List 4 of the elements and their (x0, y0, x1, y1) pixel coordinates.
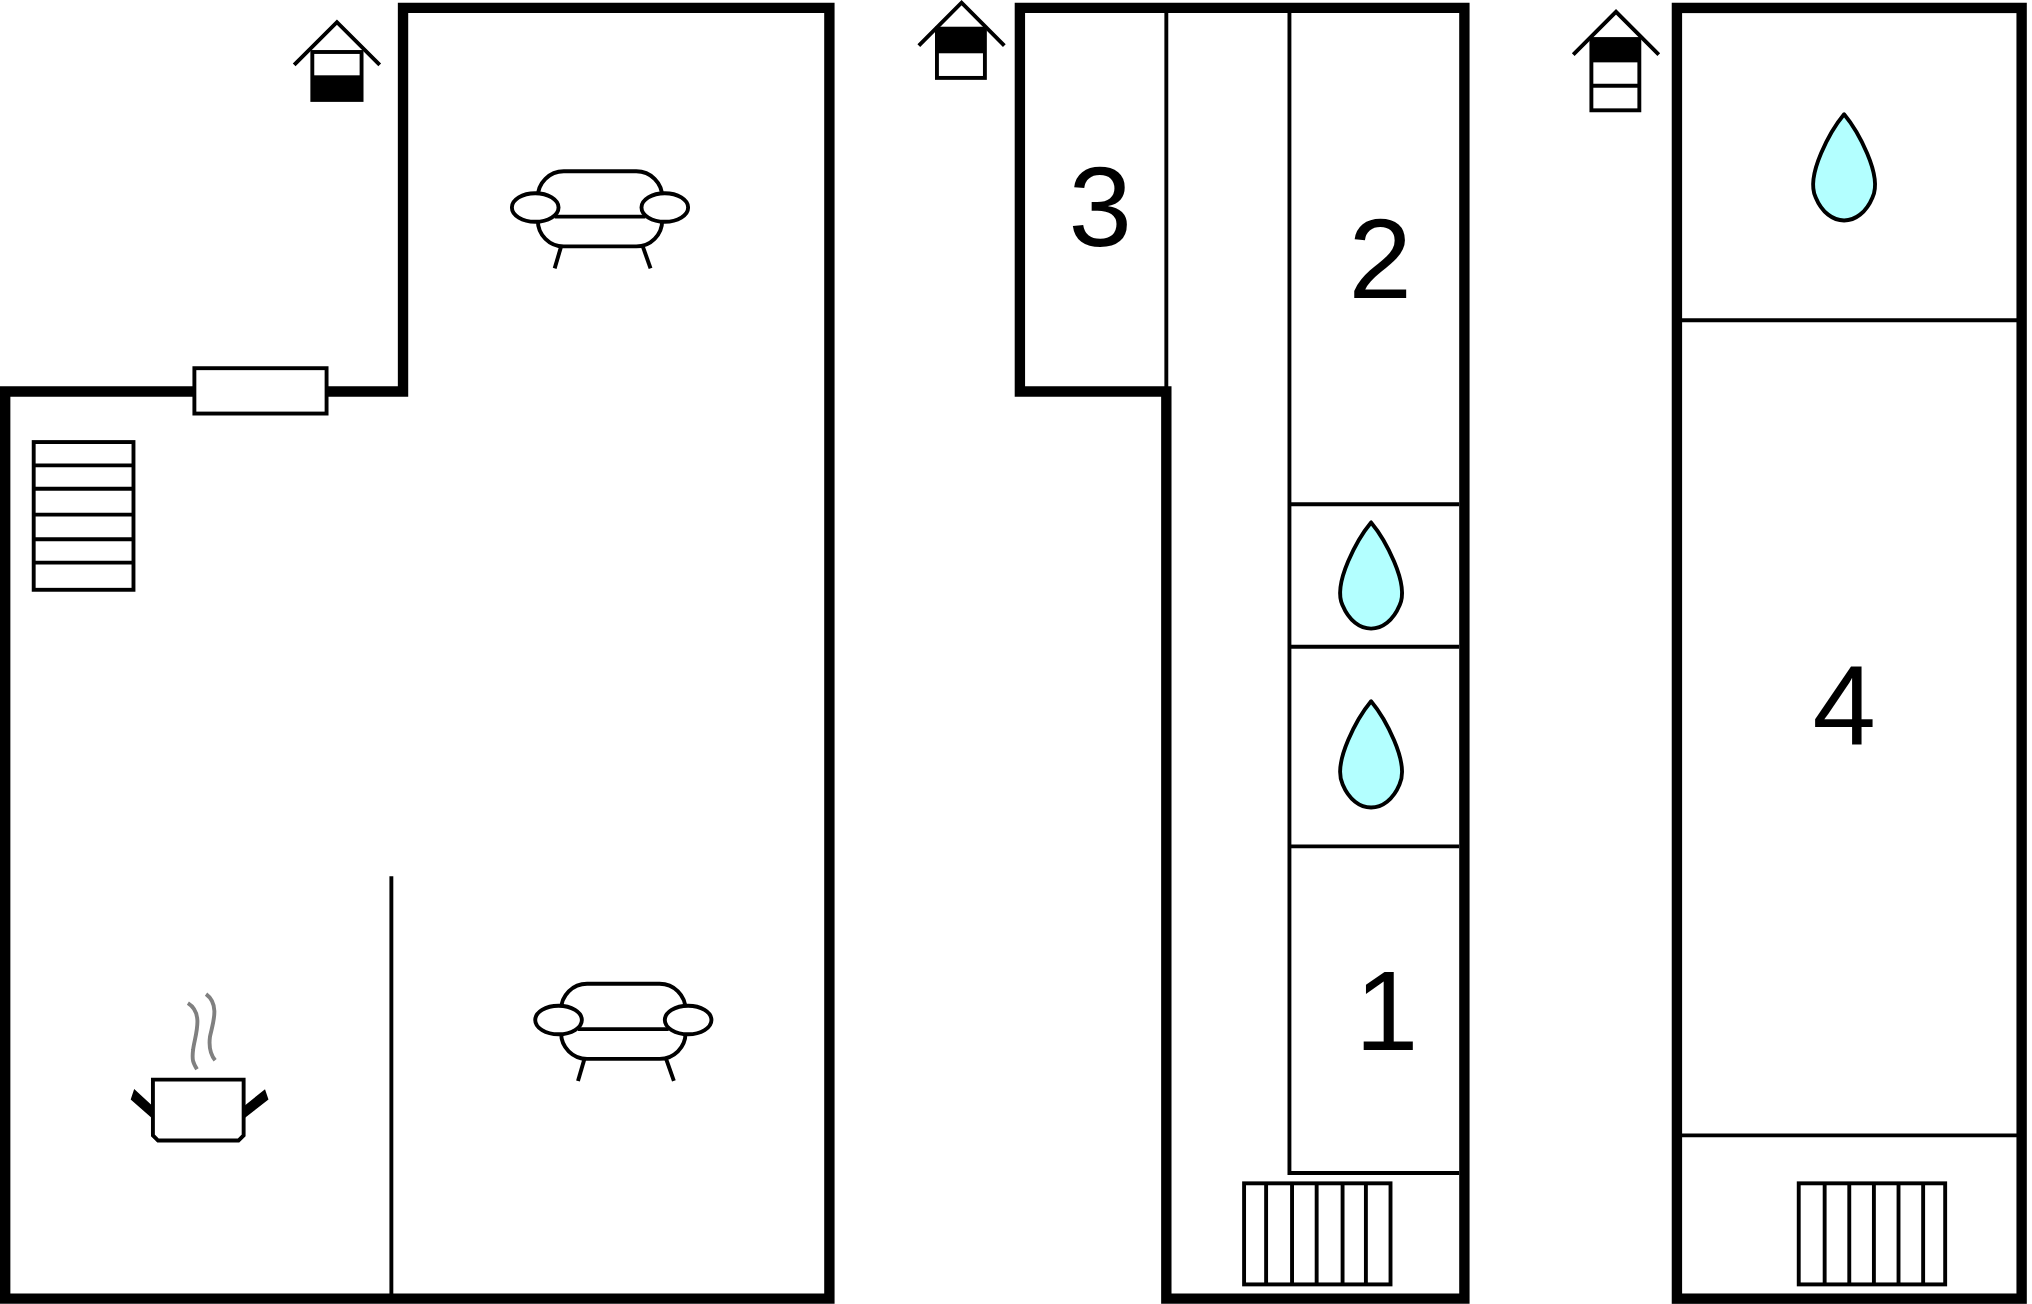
room-number: 4 (1812, 649, 1876, 764)
room-number: 3 (1068, 150, 1132, 265)
room-number: 1 (1354, 953, 1419, 1068)
room-number: 2 (1348, 202, 1412, 317)
